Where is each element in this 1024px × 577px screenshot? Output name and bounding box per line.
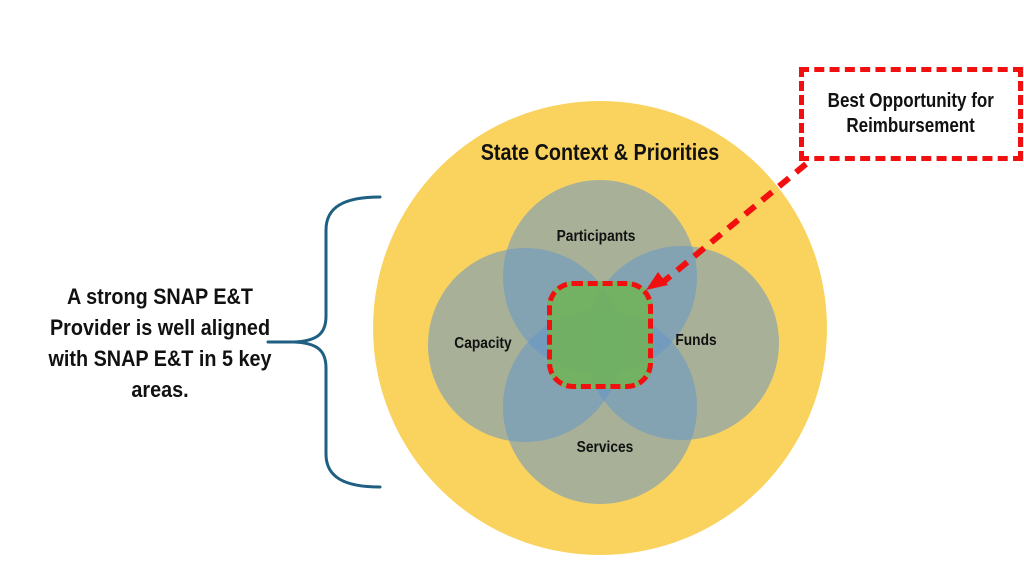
circle-label-funds: Funds — [675, 332, 717, 349]
circle-label-participants: Participants — [556, 228, 636, 245]
center-highlight-square — [547, 281, 653, 389]
circle-label-capacity: Capacity — [454, 335, 512, 352]
left-annotation: A strong SNAP E&T Provider is well align… — [32, 281, 288, 405]
left-annotation-line: Provider is well aligned — [49, 315, 271, 340]
outer-circle-label: State Context & Priorities — [480, 139, 720, 165]
callout-line: Best Opportunity for — [827, 90, 995, 112]
left-annotation-line: with SNAP E&T in 5 key — [48, 346, 272, 371]
callout-line: Reimbursement — [846, 115, 976, 137]
left-annotation-line: areas. — [131, 377, 189, 402]
callout-box: Best Opportunity for Reimbursement — [799, 67, 1023, 161]
left-annotation-line: A strong SNAP E&T — [67, 284, 253, 309]
circle-label-services: Services — [576, 439, 634, 456]
